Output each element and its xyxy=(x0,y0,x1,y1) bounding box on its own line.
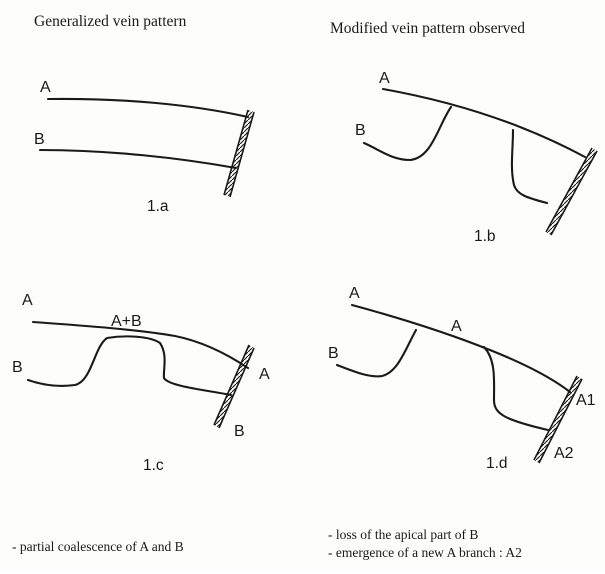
vein-a2-branch xyxy=(482,345,550,432)
costal-margin xyxy=(213,344,255,429)
vein-a xyxy=(46,97,250,119)
vein-a-branch xyxy=(510,128,549,205)
costal-margin xyxy=(545,147,598,236)
label-a-plus-b: A+B xyxy=(111,313,142,330)
label-a: A xyxy=(40,79,51,96)
panel-1d: A B A A1 A2 1.d xyxy=(328,285,596,472)
costal-margin xyxy=(533,375,583,464)
note-partial-coalescence: - partial coalescence of A and B xyxy=(12,539,184,554)
costal-margin xyxy=(223,109,255,198)
panel-1a: A B 1.a xyxy=(34,79,255,215)
vein-b xyxy=(26,335,233,397)
caption-1a: 1.a xyxy=(147,198,169,215)
note-loss-apical: - loss of the apical part of B xyxy=(328,527,478,542)
label-b: B xyxy=(328,345,339,362)
label-a-end: A xyxy=(259,366,270,383)
label-a: A xyxy=(22,292,33,309)
label-a: A xyxy=(379,70,390,87)
note-new-branch: - emergence of a new A branch : A2 xyxy=(328,545,522,560)
label-a: A xyxy=(349,285,360,302)
header-modified: Modified vein pattern observed xyxy=(330,20,525,37)
vein-b-remnant xyxy=(362,105,453,162)
caption-1d: 1.d xyxy=(486,455,508,472)
caption-1b: 1.b xyxy=(474,228,496,245)
header-generalized: Generalized vein pattern xyxy=(34,13,187,30)
panel-1b: A B 1.b xyxy=(355,70,598,245)
label-a1: A1 xyxy=(576,392,596,409)
vein-b-remnant xyxy=(335,328,418,378)
label-b: B xyxy=(355,122,366,139)
label-a-mid: A xyxy=(451,318,462,335)
panel-1c: A B A+B A B 1.c xyxy=(12,292,270,474)
label-b: B xyxy=(12,359,23,376)
vein-a xyxy=(31,320,250,370)
caption-1c: 1.c xyxy=(143,457,164,474)
label-a2: A2 xyxy=(554,445,574,462)
vein-a xyxy=(381,87,587,159)
label-b: B xyxy=(34,131,45,148)
label-b-end: B xyxy=(234,423,245,440)
vein-b xyxy=(38,148,238,170)
